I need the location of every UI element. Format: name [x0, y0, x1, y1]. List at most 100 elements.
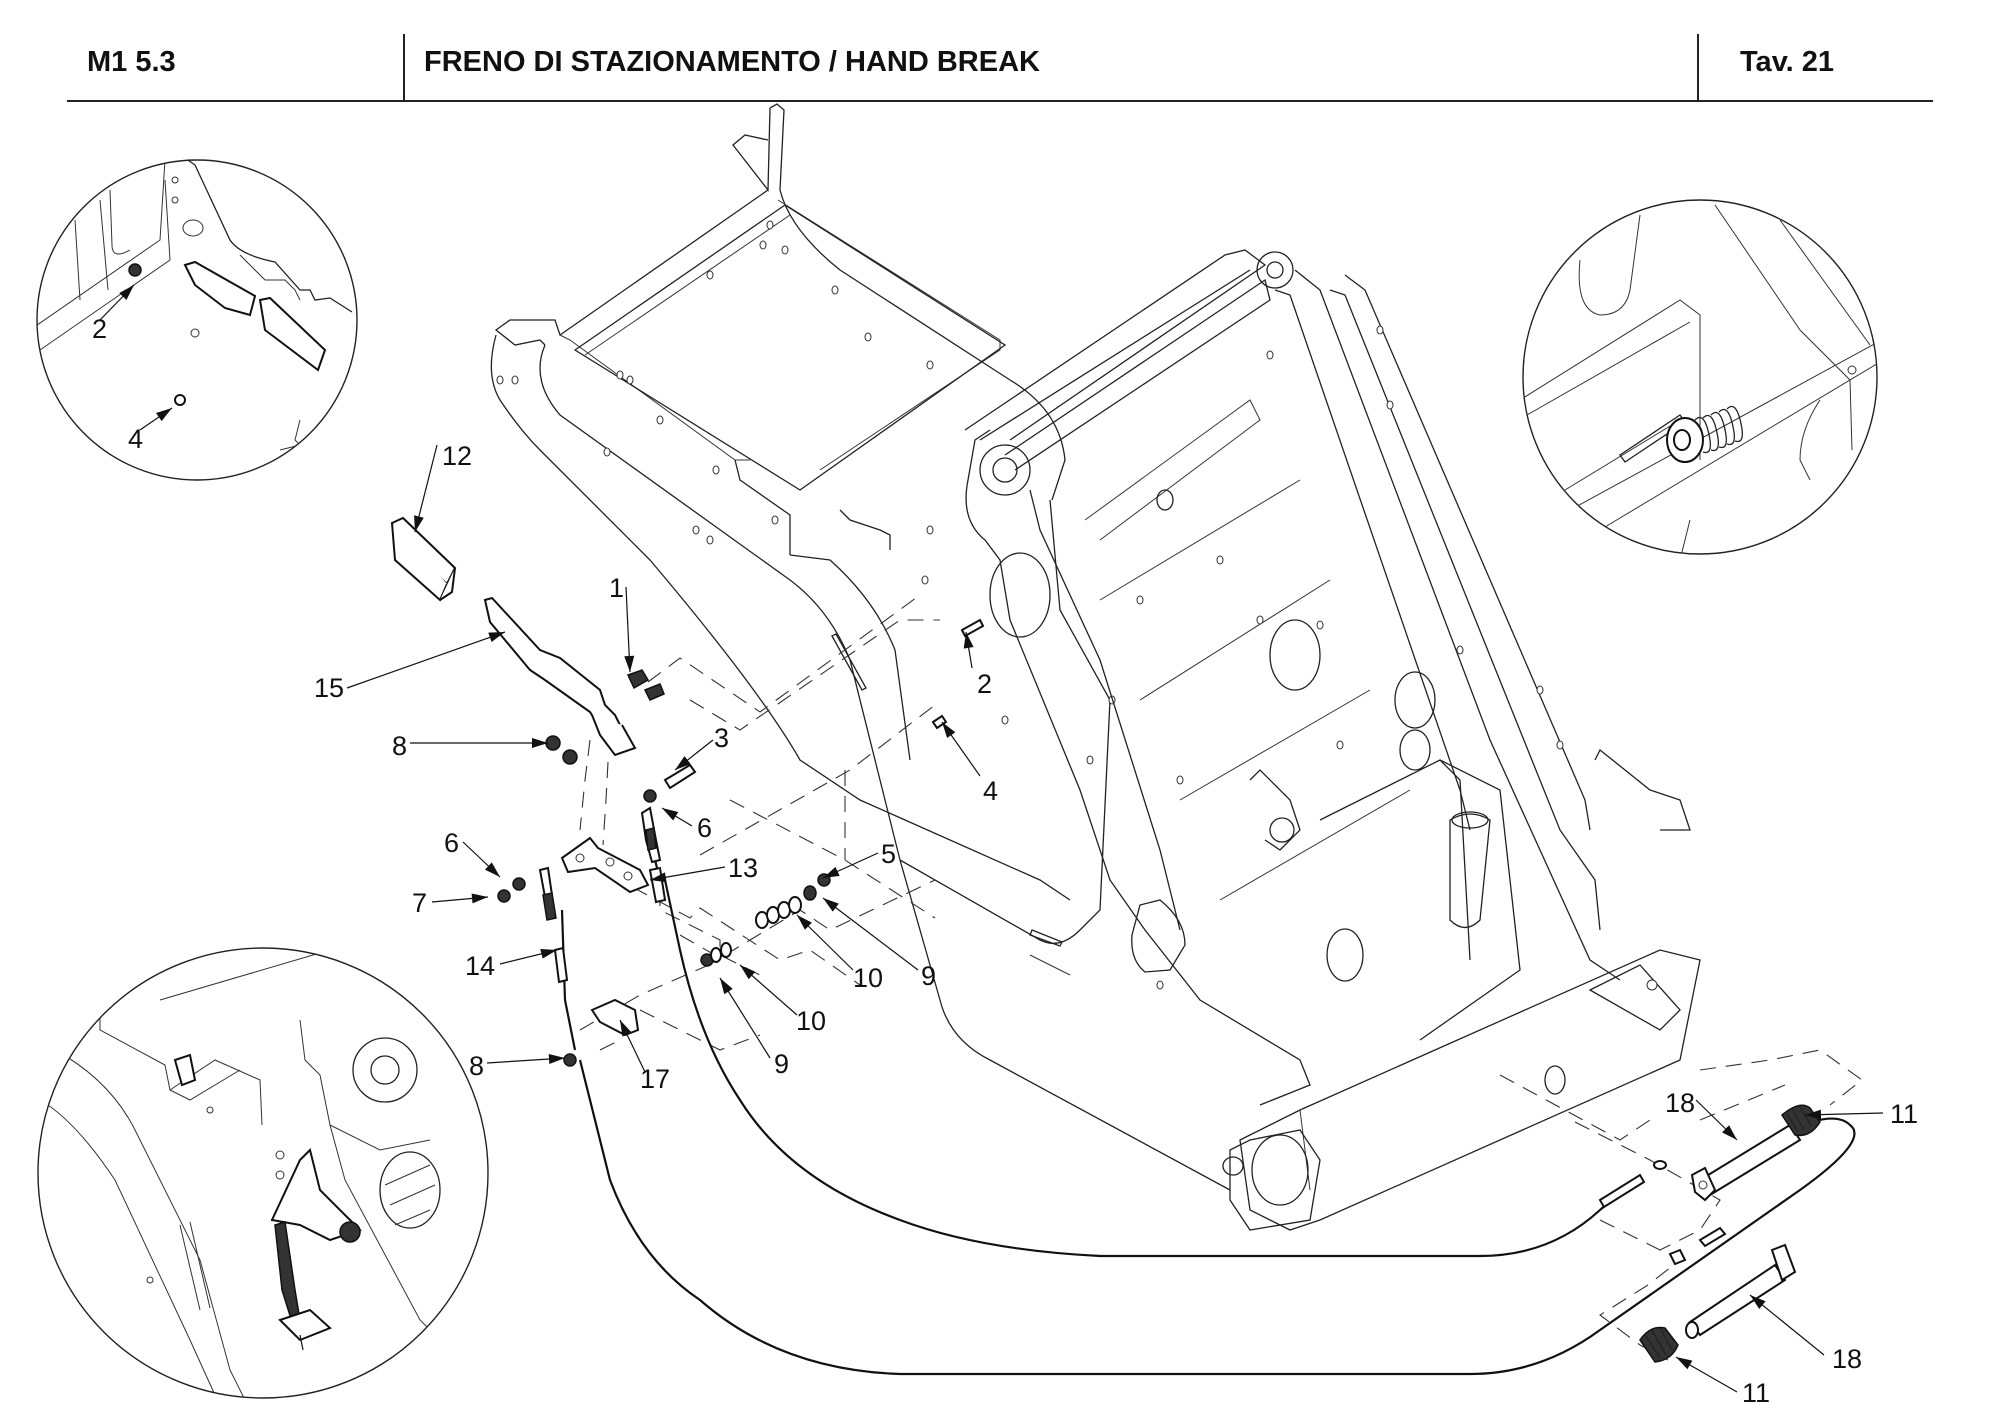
part-18-pin-upper [1690, 1123, 1802, 1202]
leader-line [822, 897, 919, 971]
arrowhead-icon [675, 756, 691, 770]
detail-inset-top-left [36, 159, 358, 481]
part-13-cable-end [640, 806, 667, 904]
arrowhead-icon [548, 1054, 565, 1065]
arrowhead-icon [414, 515, 424, 532]
spring-coils [1694, 405, 1743, 454]
part-11-spring-lower [1639, 1326, 1679, 1363]
arrowhead-icon [620, 1020, 632, 1037]
loader-chassis-frame [964, 249, 1701, 1231]
cab-support-frame [490, 103, 1231, 1191]
arrowhead-icon [650, 872, 667, 883]
callout-14: 14 [465, 948, 558, 981]
part-6-nut-right [643, 789, 657, 803]
callout-8: 8 [392, 731, 548, 761]
chassis-holes [1136, 325, 1564, 785]
arrowhead-icon [797, 915, 812, 930]
callout-number: 18 [1665, 1088, 1695, 1118]
callout-number: 17 [640, 1064, 670, 1094]
callout-number: 4 [983, 776, 998, 806]
callout-number: 7 [412, 888, 427, 918]
page-title: FRENO DI STAZIONAMENTO / HAND BREAK [424, 46, 1040, 78]
callout-number: 18 [1832, 1344, 1862, 1374]
callout-9: 9 [719, 977, 789, 1079]
detail-inset-top-right [1522, 199, 1878, 555]
callout-9: 9 [822, 897, 936, 991]
arrowhead-icon [740, 965, 756, 980]
arrowhead-icon [662, 808, 679, 821]
callout-13: 13 [649, 853, 758, 883]
callout-18: 18 [1749, 1294, 1862, 1374]
leader-line [346, 631, 506, 689]
callout-4: 4 [128, 407, 173, 454]
part-washers-upper [755, 873, 831, 929]
callout-number: 4 [128, 424, 143, 454]
callout-17: 17 [619, 1019, 670, 1094]
part-11-spring-upper [1781, 1104, 1821, 1137]
callout-number: 10 [796, 1006, 826, 1036]
part-8-nuts-top [545, 735, 578, 765]
header-divider-left [403, 34, 405, 100]
part-3-pin [663, 763, 697, 790]
callout-number: 11 [1890, 1099, 1918, 1129]
table-reference: Tav. 21 [1740, 46, 1835, 78]
part-4-pin [931, 714, 948, 730]
sheet-code: M1 5.3 [87, 46, 176, 78]
detail-inset-bottom-left [37, 947, 489, 1399]
callout-7: 7 [412, 888, 489, 918]
callout-number: 6 [444, 828, 459, 858]
frame-holes [496, 220, 1164, 990]
part-2-pin [960, 618, 985, 638]
part-18-pin-lower [1685, 1243, 1797, 1339]
callout-number: 1 [609, 573, 624, 603]
callout-number: 8 [392, 731, 407, 761]
arrowhead-icon [471, 893, 488, 904]
arrowhead-icon [720, 978, 733, 995]
callout-10: 10 [796, 914, 883, 993]
arrowhead-icon [1805, 1109, 1822, 1120]
arrowhead-icon [624, 655, 635, 672]
callout-12: 12 [414, 441, 472, 533]
callout-2: 2 [963, 631, 992, 699]
callout-4: 4 [941, 721, 998, 806]
brake-cables [560, 819, 1856, 1376]
callout-number: 2 [977, 669, 992, 699]
callout-number: 5 [881, 839, 896, 869]
part-17-clip [590, 998, 640, 1037]
callout-5: 5 [822, 839, 896, 879]
callout-number: 13 [728, 853, 758, 883]
arrowhead-icon [942, 722, 956, 738]
part-16-bracket [560, 836, 650, 894]
callout-number: 12 [442, 441, 472, 471]
arrowhead-icon [532, 738, 548, 748]
part-washers-lower [700, 942, 732, 967]
callout-number: 10 [853, 963, 883, 993]
part-12-pad [390, 516, 457, 602]
callout-number: 3 [714, 723, 729, 753]
part-7-bolt [497, 889, 511, 903]
part-15-lever [483, 596, 637, 757]
callout-number: 14 [465, 951, 495, 981]
cable-ends-right [1598, 1160, 1727, 1266]
arrowhead-icon [484, 862, 500, 877]
part-6-nut-left [512, 877, 526, 891]
callout-10: 10 [739, 964, 826, 1036]
callout-2: 2 [92, 284, 135, 344]
callout-8: 8 [469, 1051, 566, 1081]
arrowhead-icon [155, 408, 172, 422]
part-1-bolts [626, 669, 665, 701]
arrowhead-icon [488, 632, 505, 643]
arrowhead-icon [1722, 1125, 1737, 1140]
callout-number: 6 [697, 813, 712, 843]
arrowhead-icon [823, 866, 840, 878]
arrowhead-icon [1750, 1295, 1766, 1309]
callout-11: 11 [1675, 1356, 1770, 1408]
callout-number: 8 [469, 1051, 484, 1081]
callout-3: 3 [674, 723, 729, 771]
arrowhead-icon [540, 948, 557, 959]
callout-11: 11 [1804, 1099, 1918, 1129]
callout-number: 9 [921, 961, 936, 991]
header-divider-right [1697, 34, 1699, 100]
callout-6: 6 [444, 828, 501, 878]
